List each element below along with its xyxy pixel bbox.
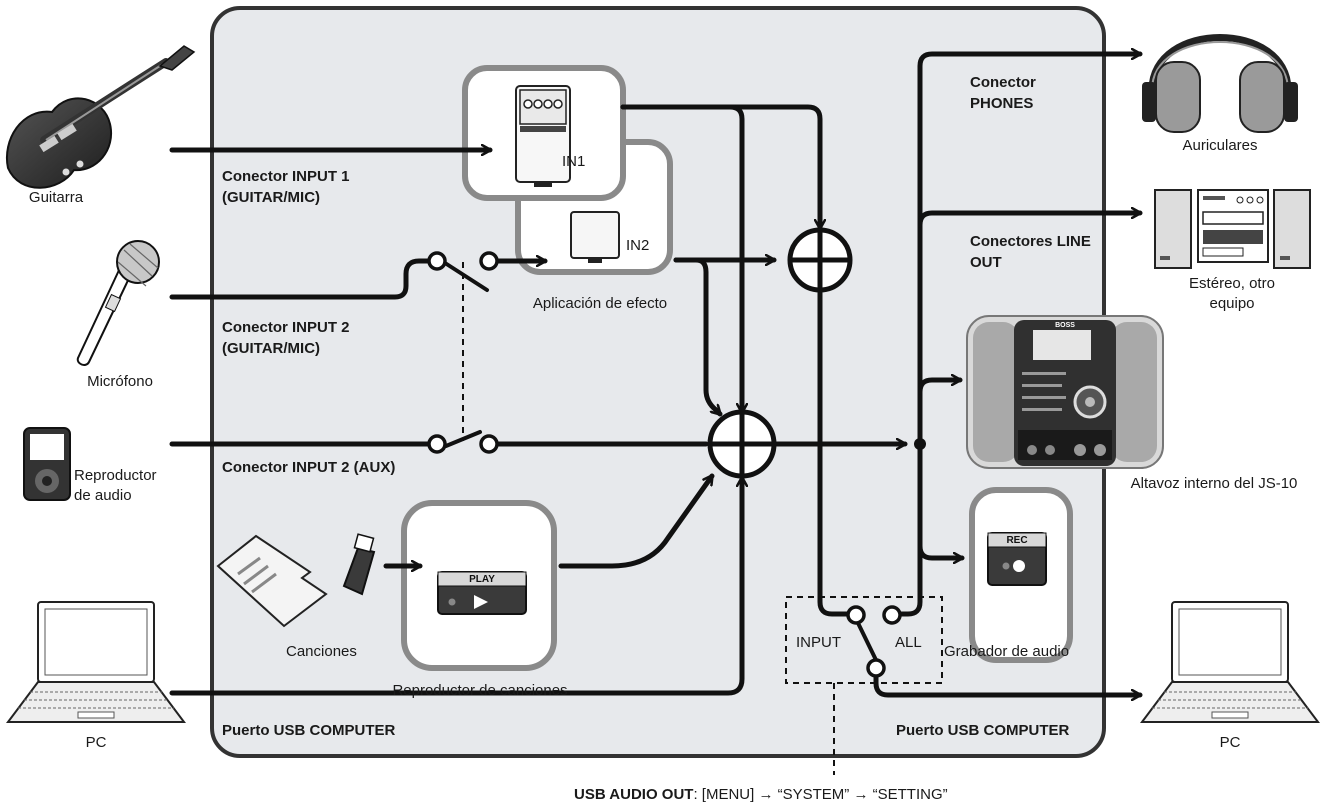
audio-player-icon: [23, 427, 71, 501]
usb-audio-out-caption: USB AUDIO OUT: [MENU] → “SYSTEM” → “SETT…: [574, 785, 948, 804]
label-stereo-2: equipo: [1209, 295, 1255, 312]
label-usb-left: Puerto USB COMPUTER: [222, 722, 396, 739]
line-bus-to-all: [897, 441, 923, 617]
mixer-nodes: [707, 227, 853, 479]
rec-button-label: REC: [1006, 535, 1027, 546]
label-in1: IN1: [562, 153, 586, 170]
line-output-bus: [917, 54, 1143, 447]
label-song-player: Reproductor de canciones: [392, 682, 568, 699]
line-pc-to-sum2: [169, 475, 742, 696]
signal-lines: [169, 54, 1143, 696]
pc-right-icon: [1140, 601, 1320, 723]
play-button-label: PLAY: [469, 574, 495, 585]
line-usb-switch-blade: [856, 621, 878, 662]
line-in1-to-sum1: [620, 104, 820, 231]
js10-device-icon: BOSS: [966, 315, 1164, 469]
label-input2-2: (GUITAR/MIC): [222, 340, 321, 357]
label-in2: IN2: [626, 237, 650, 254]
label-audio-player-2: de audio: [74, 487, 132, 504]
line-sum1-to-input-switch: [817, 289, 851, 617]
label-microphone: Micrófono: [87, 373, 153, 390]
line-in1-to-sum2: [620, 104, 742, 415]
label-line-out-1: Conectores LINE: [970, 233, 1091, 250]
label-pc-left: PC: [85, 734, 107, 751]
label-pc-right: PC: [1219, 734, 1241, 751]
line-switch1-blade: [443, 261, 489, 292]
headphones-icon: [1142, 34, 1298, 133]
mixer-node-2: [707, 409, 777, 479]
label-effect-app: Aplicación de efecto: [532, 295, 668, 312]
pedal-in1: [462, 65, 626, 201]
junction-dot: [914, 438, 926, 450]
label-phones-2: PHONES: [970, 95, 1034, 112]
label-headphones: Auriculares: [1182, 137, 1258, 154]
sd-card-icon: [216, 534, 328, 628]
mixer-node-1: [787, 227, 853, 293]
label-line-out-2: OUT: [970, 254, 1002, 271]
label-input1-2: (GUITAR/MIC): [222, 189, 321, 206]
usb-audio-out-selector: [785, 596, 943, 684]
line-to-stereo: [917, 213, 1143, 228]
brand-logo: BOSS: [1055, 322, 1075, 329]
audio-recorder-block: [969, 487, 1073, 663]
label-guitar: Guitarra: [28, 189, 84, 206]
microphone-icon: [76, 240, 160, 366]
line-player-to-sum2: [558, 473, 715, 569]
switch-contacts: [427, 251, 902, 678]
label-switch-input: INPUT: [796, 634, 841, 651]
line-input2-mic: [169, 258, 432, 300]
label-input2-1: Conector INPUT 2: [222, 319, 350, 336]
pc-left-icon: [6, 601, 186, 723]
label-usb-right: Puerto USB COMPUTER: [896, 722, 1070, 739]
label-audio-recorder: Grabador de audio: [944, 643, 1070, 660]
label-phones-1: Conector: [970, 74, 1036, 91]
usb-audio-out-path: : [MENU] → “SYSTEM” → “SETTING”: [693, 786, 948, 803]
song-player-block: [401, 500, 557, 671]
guitar-icon: [5, 45, 196, 189]
line-in2-to-sum2: [673, 257, 723, 417]
label-internal-speaker: Altavoz interno del JS-10: [1130, 475, 1298, 492]
label-input2-aux: Conector INPUT 2 (AUX): [222, 459, 396, 476]
line-to-speaker: [917, 380, 963, 395]
label-songs: Canciones: [286, 643, 357, 660]
usb-stick-icon: [342, 533, 376, 596]
label-switch-all: ALL: [895, 634, 922, 651]
stereo-icon: [1154, 189, 1311, 269]
usb-audio-out-title: USB AUDIO OUT: [574, 786, 694, 803]
label-input1-1: Conector INPUT 1: [222, 168, 350, 185]
label-audio-player-1: Reproductor: [74, 467, 157, 484]
label-stereo-1: Estéreo, otro: [1189, 275, 1275, 292]
